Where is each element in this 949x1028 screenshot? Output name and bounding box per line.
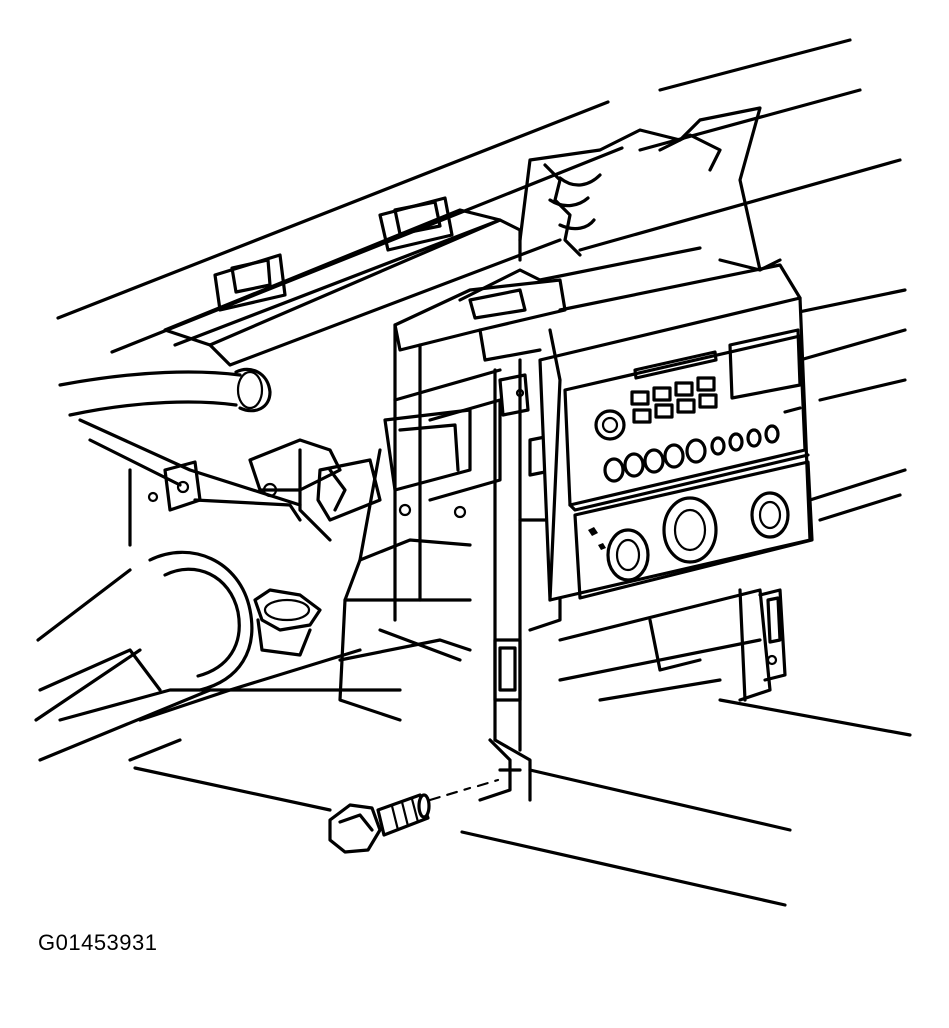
- upper-dash-panel: [163, 196, 562, 367]
- lower-left-duct: [38, 550, 362, 762]
- left-mount-bracket: [128, 438, 382, 547]
- radio-control-head: [458, 246, 814, 602]
- left-hose: [58, 367, 302, 507]
- right-support: [558, 468, 907, 702]
- mounting-bolt: [328, 778, 500, 854]
- floor-rails: [133, 698, 912, 907]
- upper-housing: [518, 106, 782, 272]
- central-bracket: [338, 278, 567, 802]
- figure-id-label: G01453931: [38, 930, 158, 955]
